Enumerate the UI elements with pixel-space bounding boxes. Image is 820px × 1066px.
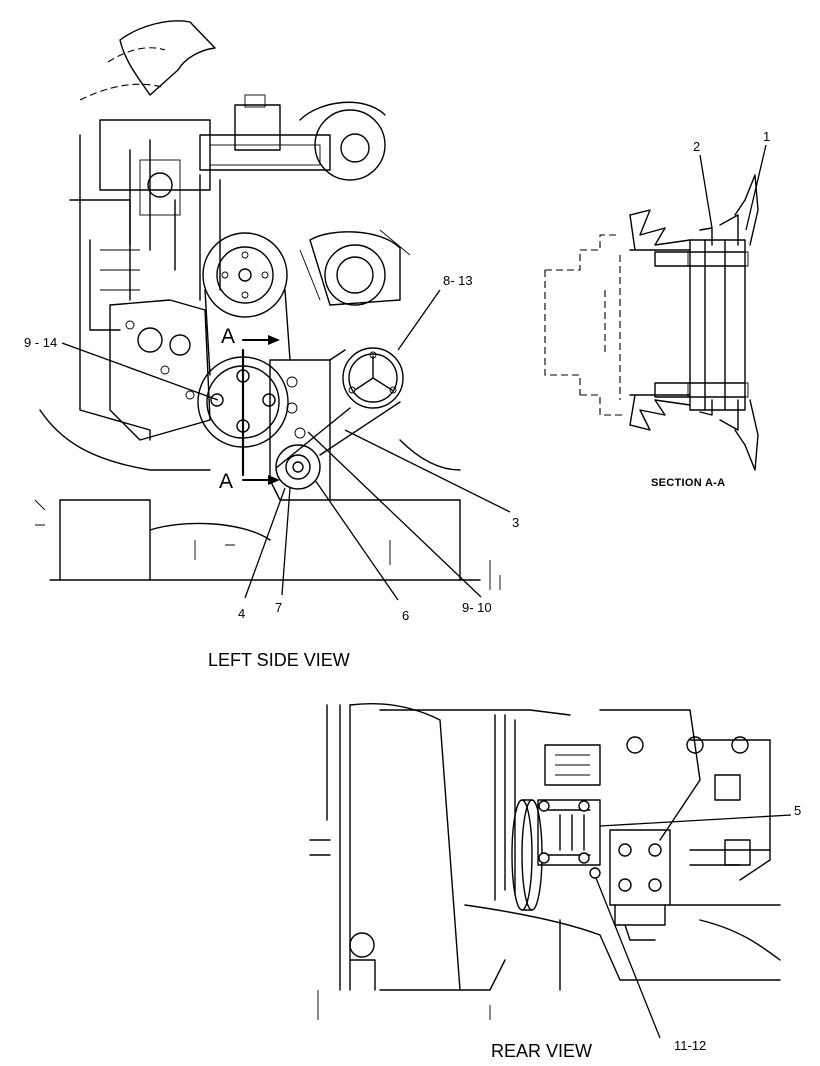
- section-mark-top: A: [221, 325, 235, 348]
- leader-2: [699, 154, 713, 229]
- callout-9-14: 9 - 14: [24, 335, 57, 350]
- leader-11-12: [595, 877, 661, 1039]
- callout-3: 3: [512, 515, 519, 530]
- left-side-view: [34, 20, 501, 590]
- fitting-11-12: [589, 867, 601, 879]
- section-cut-line: A A: [219, 325, 280, 493]
- callout-5: 5: [794, 803, 801, 818]
- rear-view: [309, 702, 781, 1020]
- callout-2: 2: [693, 139, 700, 154]
- callout-4: 4: [238, 606, 245, 621]
- callout-6: 6: [402, 608, 409, 623]
- section-a-a-view: [544, 174, 759, 471]
- callout-8-13: 8- 13: [443, 273, 473, 288]
- left-view-leaders: [61, 289, 511, 601]
- callout-7: 7: [275, 600, 282, 615]
- left-side-view-title: LEFT SIDE VIEW: [208, 650, 350, 670]
- callout-1: 1: [763, 129, 770, 144]
- section-a-a-title: SECTION A-A: [651, 477, 725, 489]
- callout-11-12: 11-12: [674, 1038, 706, 1053]
- rear-view-title: REAR VIEW: [491, 1041, 592, 1061]
- leader-1: [745, 144, 767, 231]
- section-mark-bottom: A: [219, 470, 233, 493]
- leader-5: [599, 814, 792, 827]
- callout-9-10: 9- 10: [462, 600, 492, 615]
